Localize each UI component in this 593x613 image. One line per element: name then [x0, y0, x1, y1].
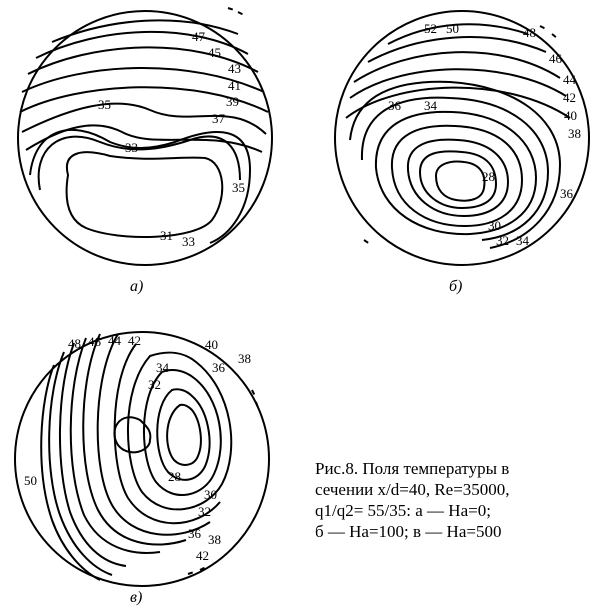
panel-b-isotherms [345, 23, 571, 249]
panel-v-isotherms [40, 333, 233, 581]
label-b-52: 52 [424, 21, 437, 36]
caption-line-3: q1/q2= 55/35: а — Ha=0; [315, 501, 491, 520]
panel-b-caption: б) [449, 278, 462, 295]
label-v-34: 34 [156, 360, 170, 375]
figure-caption: Рис.8. Поля температуры в сечении x/d=40… [315, 458, 593, 542]
panel-a-labels: 47 45 43 41 39 37 35 33 35 31 33 [98, 29, 245, 249]
label-b-44: 44 [563, 72, 577, 87]
label-a-35-upper: 35 [98, 97, 111, 112]
panel-b-labels: 52 50 48 46 44 42 40 38 36 34 28 36 30 3… [388, 21, 581, 248]
label-a-45: 45 [208, 45, 221, 60]
label-v-40: 40 [205, 337, 218, 352]
label-v-38: 38 [238, 351, 251, 366]
label-v-48: 48 [68, 336, 81, 351]
label-b-46: 46 [549, 51, 563, 66]
label-b-34-upper: 34 [424, 98, 438, 113]
label-v-46: 46 [88, 334, 102, 349]
label-v-44: 44 [108, 333, 122, 348]
caption-line-4: б — Ha=100; в — Ha=500 [315, 522, 502, 541]
label-a-47: 47 [192, 29, 206, 44]
panel-a-caption: а) [130, 278, 143, 295]
label-a-39: 39 [226, 94, 239, 109]
label-b-34-lower: 34 [516, 233, 530, 248]
label-b-30: 30 [488, 218, 501, 233]
label-b-36-right: 36 [560, 186, 574, 201]
label-b-32: 32 [496, 233, 509, 248]
panel-b [334, 10, 590, 266]
label-b-36-upper: 36 [388, 98, 402, 113]
label-v-36-lower: 36 [188, 526, 202, 541]
panel-a [17, 7, 273, 266]
label-v-32-lower: 32 [198, 504, 211, 519]
panel-v-boundary [14, 331, 270, 587]
label-a-31: 31 [160, 228, 173, 243]
panel-v [14, 331, 270, 587]
panel-v-labels: 48 46 44 42 40 38 34 36 32 28 30 32 50 3… [24, 333, 251, 563]
label-b-42: 42 [563, 90, 576, 105]
label-b-38: 38 [568, 126, 581, 141]
label-v-28: 28 [168, 469, 181, 484]
label-v-32-upper: 32 [148, 377, 161, 392]
panel-b-boundary [334, 10, 590, 266]
label-a-43: 43 [228, 61, 241, 76]
label-v-42: 42 [128, 333, 141, 348]
panel-a-boundary [17, 10, 273, 266]
label-a-35-right: 35 [232, 180, 245, 195]
panel-v-caption: в) [130, 589, 142, 606]
label-v-42-lower: 42 [196, 548, 209, 563]
caption-line-1: Рис.8. Поля температуры в [315, 459, 510, 478]
label-b-28: 28 [482, 169, 495, 184]
label-a-37: 37 [212, 111, 226, 126]
label-b-50: 50 [446, 21, 459, 36]
label-a-41: 41 [228, 78, 241, 93]
label-v-36: 36 [212, 360, 226, 375]
caption-line-2: сечении x/d=40, Re=35000, [315, 480, 510, 499]
panel-a-isotherms [19, 19, 269, 244]
label-v-50: 50 [24, 473, 37, 488]
label-b-40: 40 [564, 108, 577, 123]
label-b-48: 48 [523, 25, 536, 40]
label-a-33-lower: 33 [182, 234, 195, 249]
label-v-38-lower: 38 [208, 532, 221, 547]
label-v-30: 30 [204, 487, 217, 502]
label-a-33-upper: 33 [125, 140, 138, 155]
